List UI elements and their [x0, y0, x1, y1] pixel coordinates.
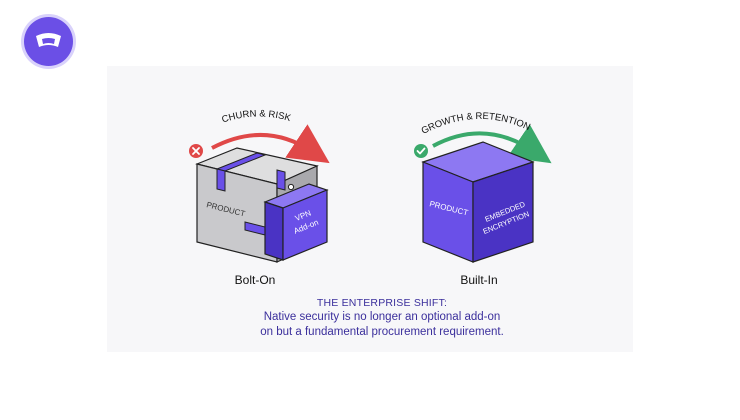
comparison-diagram: CHURN & RISK PRODUCT: [189, 108, 552, 287]
app-logo[interactable]: [24, 17, 73, 66]
churn-arrow-label: CHURN & RISK: [221, 108, 293, 125]
product-box-gray: [195, 147, 319, 263]
diagram-card: CHURN & RISK PRODUCT: [107, 66, 633, 352]
caption-kicker: THE ENTERPRISE SHIFT:: [316, 297, 448, 309]
product-box-purple: [421, 141, 535, 263]
growth-arrow: [432, 124, 552, 164]
bolt-on-caption: Bolt-On: [235, 273, 276, 287]
check-circle-icon: [414, 144, 428, 158]
churn-arrow: [211, 124, 330, 164]
enterprise-shift-caption: THE ENTERPRISE SHIFT: Native security is…: [0, 296, 740, 340]
app-logo-icon: [36, 33, 61, 47]
caption-line-1: Native security is no longer an optional…: [263, 311, 501, 323]
vpn-addon-box: [263, 183, 329, 261]
built-in-caption: Built-In: [460, 273, 497, 287]
built-in-group: GROWTH & RETENTION PRODUCT EMBEDDED ENCR…: [414, 111, 552, 287]
bolt-on-group: CHURN & RISK PRODUCT: [189, 108, 330, 287]
caption-line-2: on but a fundamental procurement require…: [260, 326, 504, 338]
x-circle-icon: [189, 144, 203, 158]
